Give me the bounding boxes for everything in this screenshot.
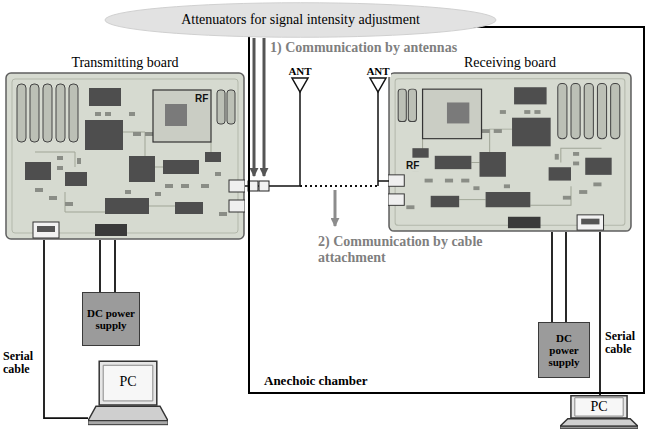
pc-laptop: PC — [560, 395, 638, 429]
cable-connector — [99, 240, 101, 292]
callout-ellipse: Attenuators for signal intensity adjustm… — [103, 2, 498, 38]
power-supply-box: DC power supply — [82, 292, 140, 346]
chip-label-holder: RF — [193, 93, 210, 104]
label-holder: 2) Communication by cable attachment — [318, 234, 486, 266]
pc-laptop: PC — [88, 360, 168, 426]
laptop-base — [560, 426, 638, 428]
laptop-screen — [99, 361, 157, 405]
cable-path-dotted — [300, 185, 378, 187]
board-title-holder: Receiving board — [388, 53, 632, 71]
power-supply-box: DC power supply — [538, 322, 590, 378]
attenuator — [259, 181, 269, 191]
laptop-keyboard — [88, 406, 168, 421]
laptop-screen — [571, 396, 627, 418]
label-holder: 1) Communication by antennas — [270, 40, 457, 56]
transmitting-board-picture — [6, 73, 245, 239]
ellipse-fill — [105, 3, 496, 38]
callout-text: Attenuators for signal intensity adjustm… — [181, 12, 420, 28]
label-holder: ANT — [358, 61, 398, 79]
callout-text-holder: Attenuators for signal intensity adjustm… — [103, 2, 498, 38]
pc-label: PC — [590, 399, 607, 415]
chip-label: RF — [193, 93, 210, 104]
chip-label-holder: RF — [404, 160, 421, 171]
circuit-board: Receiving boardRF — [388, 72, 632, 232]
antenna-label: ANT — [287, 65, 312, 77]
pointer-arrow — [334, 190, 337, 226]
pointer-arrow — [263, 38, 266, 176]
board-title: Receiving board — [464, 55, 556, 71]
pointer-arrow — [253, 38, 256, 176]
antenna-symbol — [292, 78, 308, 92]
laptop-keyboard — [560, 419, 638, 426]
laptop-base — [88, 421, 168, 425]
antenna-symbol — [370, 78, 386, 92]
cable-label: Serial cable — [605, 330, 643, 356]
cable-label: Serial cable — [3, 350, 41, 376]
board-title-holder: Transmitting board — [5, 53, 245, 71]
antenna-label: ANT — [365, 65, 390, 77]
chamber-frame: Anechoic chamberReceiving boardRFDC powe… — [248, 26, 645, 394]
power-wire — [565, 232, 567, 322]
laptop-display — [575, 398, 623, 416]
note-label: 2) Communication by cable attachment — [318, 234, 486, 266]
edge-label-holder: Serial cable — [3, 350, 41, 376]
box-text: DC power supply — [543, 332, 585, 368]
laptop-shape — [88, 360, 168, 426]
board-title: Transmitting board — [71, 55, 178, 71]
label-holder: ANT — [280, 61, 320, 79]
box-text-holder: DC power supply — [83, 293, 139, 345]
chamber-label-holder: Anechoic chamber — [264, 373, 368, 389]
pc-label-holder: PC — [571, 396, 627, 418]
power-wire — [114, 240, 116, 292]
chip-label: RF — [404, 160, 421, 171]
box-text-holder: DC power supply — [539, 323, 589, 377]
antenna-mast — [299, 92, 301, 186]
chamber-label: Anechoic chamber — [264, 373, 368, 389]
cable-connector — [599, 232, 601, 395]
receiving-board-picture — [388, 73, 631, 231]
pc-label: PC — [119, 374, 136, 390]
note-label: 1) Communication by antennas — [270, 40, 457, 56]
antenna-mast — [378, 92, 389, 186]
laptop-display — [103, 365, 153, 401]
cable-connector — [551, 232, 553, 322]
circuit-board: Transmitting boardRF — [5, 72, 245, 240]
box-text: DC power supply — [87, 307, 135, 331]
pc-label-holder: PC — [99, 361, 157, 403]
edge-label-holder: Serial cable — [605, 330, 643, 356]
